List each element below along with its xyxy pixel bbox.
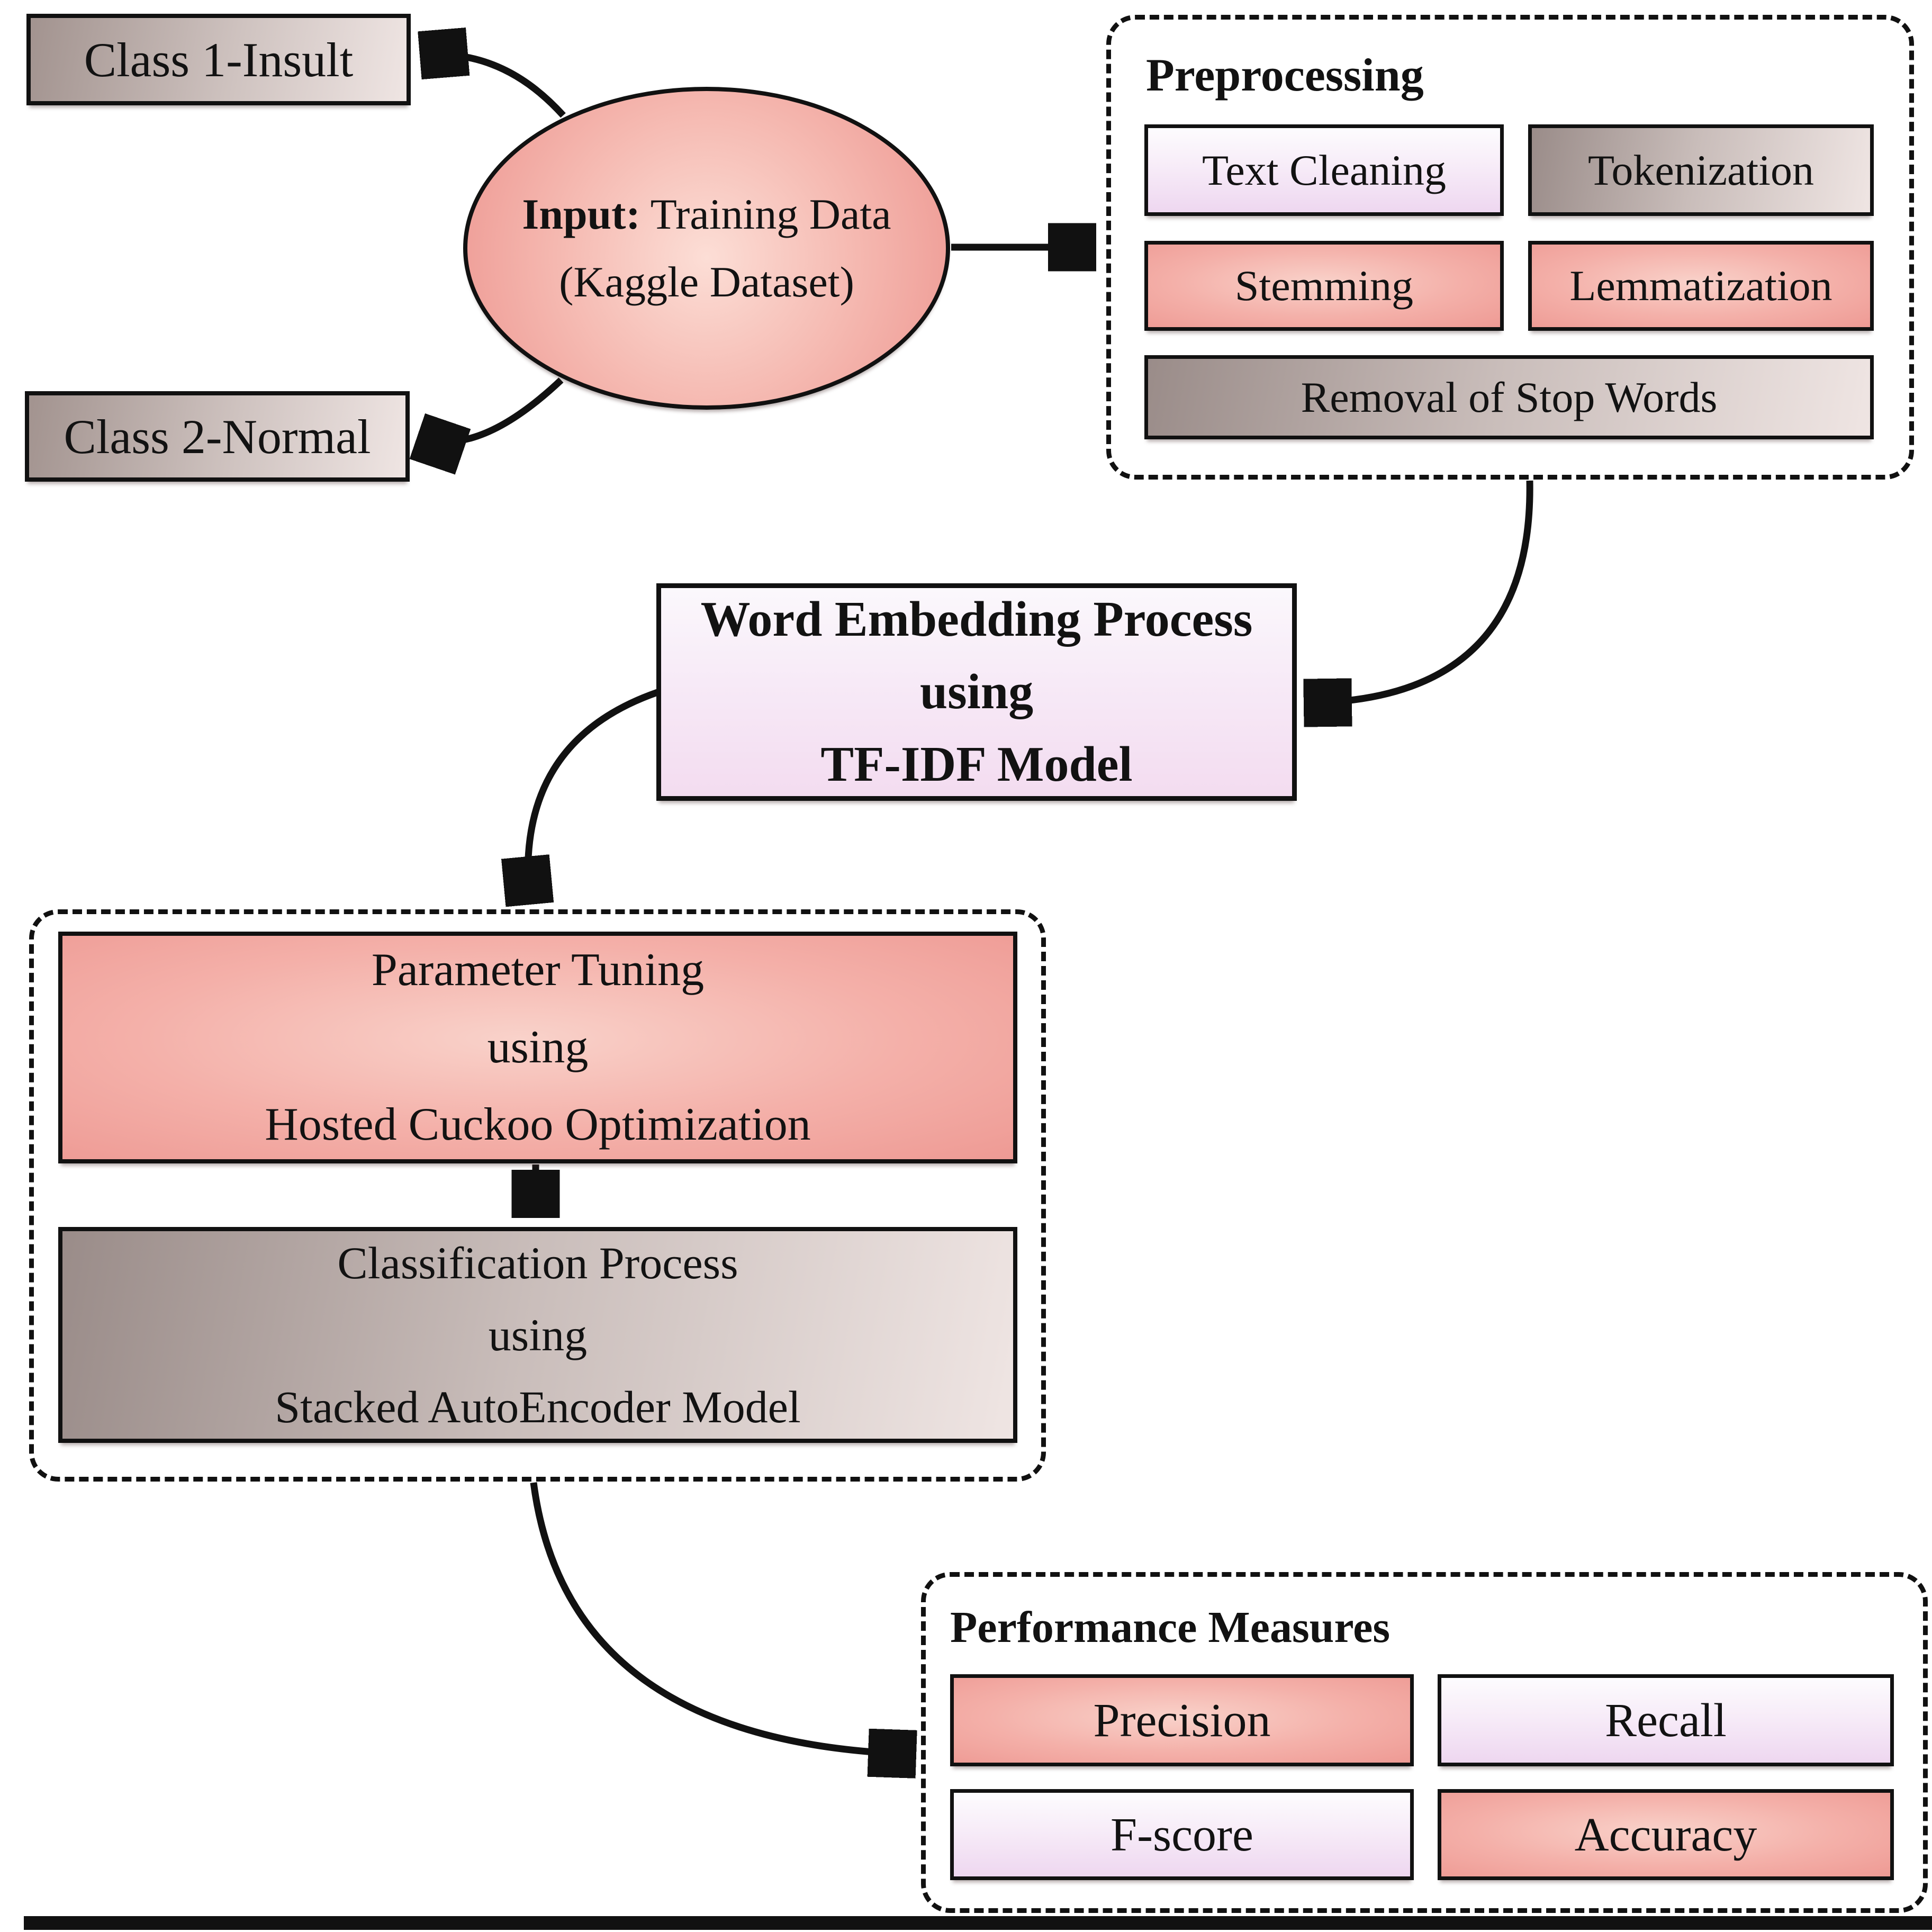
class2-box: Class 2-Normal bbox=[25, 391, 410, 482]
perf-item-fscore: F-score bbox=[950, 1789, 1414, 1880]
perf-item-recall: Recall bbox=[1438, 1674, 1894, 1766]
word-embedding-line2: using bbox=[919, 664, 1034, 719]
performance-title: Performance Measures bbox=[950, 1603, 1391, 1652]
tuning-classification-panel bbox=[29, 909, 1046, 1482]
prep-item-label: Removal of Stop Words bbox=[1301, 373, 1718, 421]
word-embedding-line1: Word Embedding Process bbox=[700, 592, 1253, 647]
classification-line1: Classification Process bbox=[337, 1238, 738, 1288]
classification-line2: using bbox=[488, 1310, 588, 1360]
arrow-word-embedding-to-tuning-panel bbox=[528, 689, 659, 900]
arrow-ellipse-to-class1 bbox=[425, 55, 566, 118]
input-prefix: Input: bbox=[522, 190, 640, 238]
arrow-ellipse-to-class2 bbox=[422, 377, 564, 441]
classification-box: Classification Process using Stacked Aut… bbox=[58, 1227, 1017, 1443]
parameter-tuning-box: Parameter Tuning using Hosted Cuckoo Opt… bbox=[58, 932, 1017, 1163]
prep-item-label: Tokenization bbox=[1588, 146, 1814, 194]
performance-panel bbox=[921, 1572, 1928, 1913]
parameter-tuning-line2: using bbox=[487, 1022, 589, 1073]
prep-item-lemmatization: Lemmatization bbox=[1528, 241, 1874, 331]
preprocessing-title: Preprocessing bbox=[1146, 50, 1424, 101]
parameter-tuning-line3: Hosted Cuckoo Optimization bbox=[265, 1099, 811, 1150]
prep-item-text-cleaning: Text Cleaning bbox=[1144, 124, 1504, 216]
classification-line3: Stacked AutoEncoder Model bbox=[275, 1382, 801, 1432]
prep-item-stop-words: Removal of Stop Words bbox=[1144, 355, 1874, 439]
perf-item-label: Recall bbox=[1605, 1694, 1727, 1747]
input-line1: Input: Training Data bbox=[522, 180, 891, 248]
perf-item-precision: Precision bbox=[950, 1674, 1414, 1766]
parameter-tuning-text: Parameter Tuning using Hosted Cuckoo Opt… bbox=[265, 932, 810, 1163]
class1-label: Class 1-Insult bbox=[84, 32, 354, 87]
prep-item-stemming: Stemming bbox=[1144, 241, 1504, 331]
arrow-classification-to-performance bbox=[530, 1482, 911, 1754]
class2-label: Class 2-Normal bbox=[64, 409, 371, 464]
arrow-preprocessing-to-word-embedding bbox=[1308, 480, 1533, 703]
input-line1-rest: Training Data bbox=[640, 190, 891, 238]
input-ellipse-text: Input: Training Data (Kaggle Dataset) bbox=[522, 180, 891, 316]
input-line2: (Kaggle Dataset) bbox=[559, 258, 854, 306]
prep-item-label: Text Cleaning bbox=[1202, 146, 1447, 194]
parameter-tuning-line1: Parameter Tuning bbox=[371, 944, 705, 996]
perf-item-label: F-score bbox=[1111, 1808, 1253, 1861]
prep-item-label: Stemming bbox=[1234, 261, 1414, 310]
preprocessing-panel bbox=[1106, 15, 1914, 480]
perf-item-label: Precision bbox=[1093, 1694, 1271, 1747]
perf-item-accuracy: Accuracy bbox=[1438, 1789, 1894, 1880]
bottom-rule bbox=[24, 1916, 1932, 1930]
word-embedding-line3: TF-IDF Model bbox=[820, 737, 1133, 792]
word-embedding-box: Word Embedding Process using TF-IDF Mode… bbox=[656, 583, 1297, 801]
perf-item-label: Accuracy bbox=[1574, 1808, 1757, 1861]
class1-box: Class 1-Insult bbox=[26, 14, 411, 105]
classification-text: Classification Process using Stacked Aut… bbox=[275, 1227, 801, 1443]
word-embedding-text: Word Embedding Process using TF-IDF Mode… bbox=[701, 583, 1253, 801]
input-ellipse: Input: Training Data (Kaggle Dataset) bbox=[463, 87, 950, 410]
prep-item-tokenization: Tokenization bbox=[1528, 124, 1874, 216]
prep-item-label: Lemmatization bbox=[1569, 261, 1832, 310]
